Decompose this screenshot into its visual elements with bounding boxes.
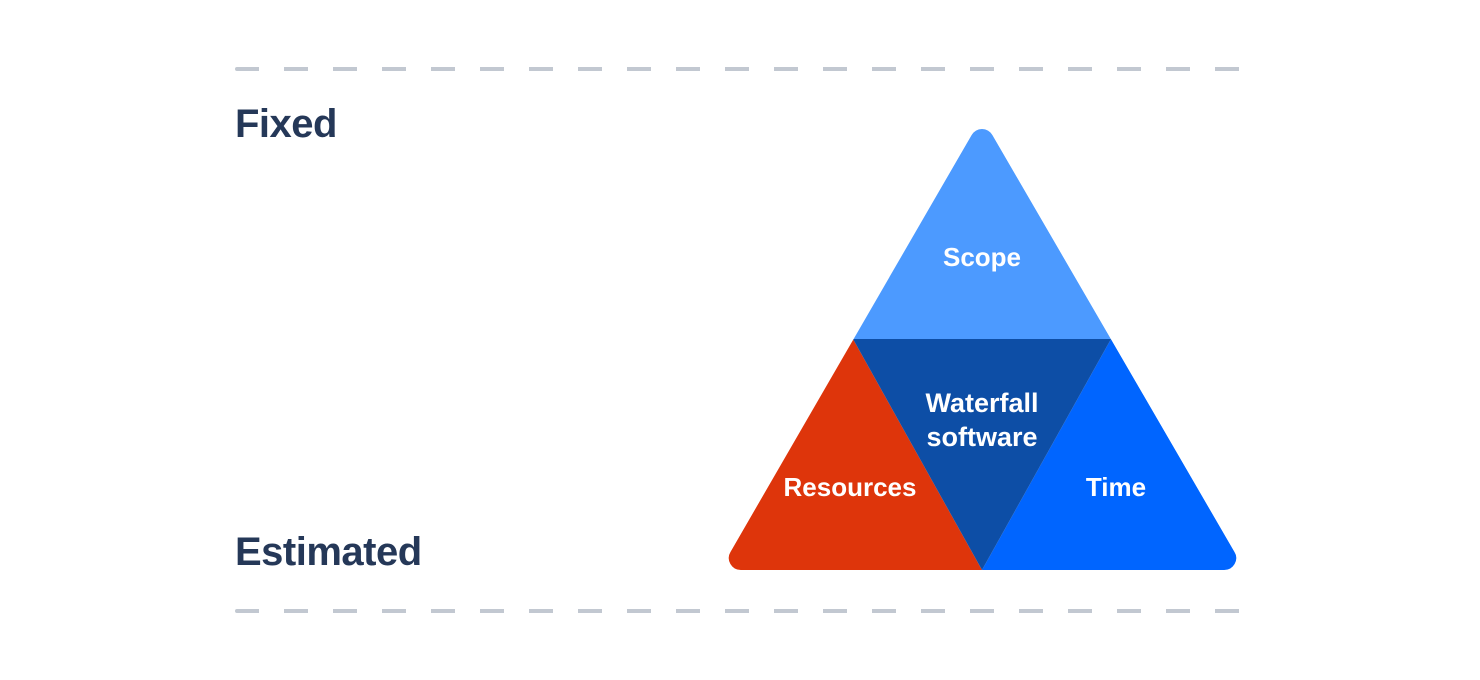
time-section-label: Time [1086, 472, 1146, 502]
dashed-line-top [235, 67, 1245, 71]
triangle-section-waterfall-software [853, 339, 1111, 570]
dashed-line-bottom [235, 609, 1245, 613]
estimated-label: Estimated [235, 530, 422, 574]
triangle-section-scope [853, 128, 1111, 339]
waterfall-software-label-line1: Waterfall [925, 388, 1038, 418]
resources-section-label: Resources [784, 472, 917, 502]
triangle-section-resources [728, 339, 982, 570]
scope-section-label: Scope [943, 242, 1021, 272]
waterfall-software-label-line2: software [926, 422, 1037, 452]
triangle-section-time [982, 339, 1237, 570]
fixed-label: Fixed [235, 102, 337, 146]
